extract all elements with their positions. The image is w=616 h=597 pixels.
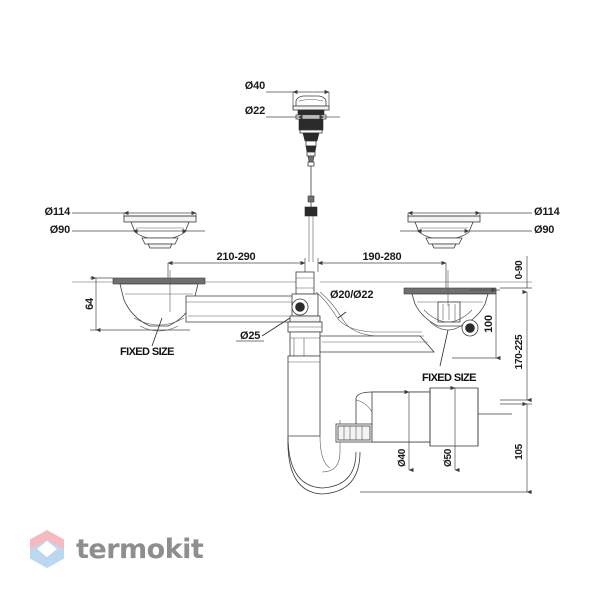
callout-fixed-size-left: FIXED SIZE: [120, 346, 174, 358]
dim-label-body-right: Ø90: [534, 224, 554, 236]
dim-label-flange-right: Ø114: [534, 206, 561, 218]
dim-label-flange-left: Ø114: [44, 206, 71, 218]
dim-label-overflow-hose: Ø20/Ø22: [330, 289, 373, 301]
center-tee-junction: [287, 271, 323, 357]
dim-strainer-body-right: Ø90: [400, 224, 554, 236]
hexagon-logo-icon: [30, 530, 64, 568]
dim-label-waste-outlet: Ø50: [443, 448, 454, 467]
strainer-detail-left: [123, 215, 197, 249]
dim-bowl-depth-left: 64: [84, 275, 190, 333]
dim-strainer-flange-right: Ø114: [407, 206, 561, 218]
footer-brand-logo: termokit: [30, 530, 204, 568]
trap-union-nut: [337, 425, 371, 441]
dim-label-bowl-depth-left: 64: [84, 297, 96, 310]
dim-label-body-left: Ø90: [50, 224, 70, 236]
dim-span-right: 190-280: [317, 251, 447, 290]
dim-label-drop-top: 0-90: [514, 260, 525, 280]
pop-up-linkage-rod: [304, 166, 318, 262]
waste-pipe-callout: [236, 317, 291, 342]
dim-label-outlet-height: 105: [514, 443, 525, 460]
dim-overflow-cap-inner: Ø22: [245, 105, 340, 120]
overflow-hose: [315, 291, 424, 337]
dim-label-cap-inner: Ø22: [245, 105, 265, 117]
dim-strainer-flange-left: Ø114: [44, 206, 197, 218]
dim-label-waste-pipe: Ø25: [240, 330, 260, 342]
brand-name: termokit: [76, 533, 204, 565]
dim-drop-top: 0-90: [500, 256, 532, 289]
callout-fixed-size-right: FIXED SIZE: [422, 372, 476, 384]
overflow-cap-assembly: [292, 95, 330, 167]
dim-drop-mid: 100: [452, 287, 501, 361]
dim-outlet-height: 105: [360, 401, 532, 495]
dim-label-drop-total: 170-225: [514, 334, 525, 369]
dim-strainer-body-left: Ø90: [50, 224, 205, 236]
dim-trap-outlet: Ø40: [397, 389, 414, 473]
left-bowl-strainer-assembly: [112, 270, 297, 347]
strainer-detail-right: [407, 215, 481, 249]
dim-label-trap-outlet: Ø40: [397, 448, 408, 467]
dim-label-span-right: 190-280: [363, 251, 402, 263]
dim-label-span-left: 210-290: [217, 251, 256, 263]
dim-label-cap-outer: Ø40: [245, 80, 265, 92]
dim-label-drop-mid: 100: [483, 315, 495, 333]
dim-drop-total: 170-225: [500, 289, 532, 403]
dim-waste-outlet: Ø50: [443, 385, 460, 473]
right-bowl-strainer-assembly: [319, 270, 497, 367]
dim-overflow-cap-outer: Ø40: [245, 80, 330, 108]
dim-span-left: 210-290: [167, 251, 306, 282]
p-trap-assembly: [287, 355, 512, 495]
